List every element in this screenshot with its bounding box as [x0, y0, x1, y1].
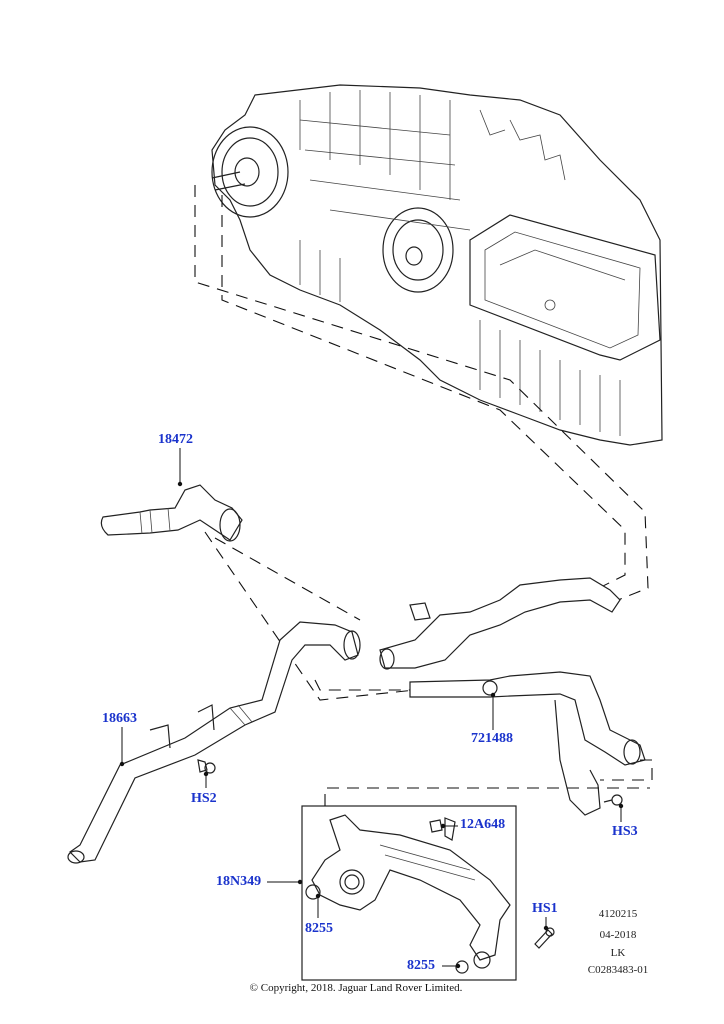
- label-part-721488[interactable]: 721488: [471, 731, 513, 746]
- label-part-12A648[interactable]: 12A648: [460, 817, 506, 832]
- label-part-18663[interactable]: 18663: [102, 711, 137, 726]
- hose-18472: [100, 484, 416, 701]
- label-hs1[interactable]: HS1: [532, 901, 558, 916]
- diagram-date: 04-2018: [599, 929, 637, 941]
- pipe-721488: [314, 577, 653, 816]
- label-leaders: [119, 448, 624, 969]
- label-part-8255-b[interactable]: 8255: [407, 958, 435, 973]
- housing-18N349: [305, 814, 511, 969]
- label-hs3[interactable]: HS3: [612, 824, 638, 839]
- bolt-hs2: [197, 759, 216, 774]
- leader-hvac-left: [194, 185, 649, 601]
- diagram-reference: C0283483-01: [587, 964, 649, 976]
- hose-18663: [67, 621, 361, 864]
- nut-8255-b: [455, 960, 469, 974]
- bolt-hs1: [534, 927, 555, 949]
- leader-inset: [324, 787, 650, 806]
- label-part-18472[interactable]: 18472: [158, 432, 193, 447]
- label-part-18N349[interactable]: 18N349: [216, 874, 262, 889]
- diagram-code: 4120215: [598, 908, 638, 920]
- label-part-8255-a[interactable]: 8255: [305, 921, 333, 936]
- copyright-notice: © Copyright, 2018. Jaguar Land Rover Lim…: [249, 982, 463, 994]
- hvac-unit: [211, 84, 663, 446]
- leader-hvac-right: [221, 195, 626, 591]
- label-hs2[interactable]: HS2: [191, 791, 217, 806]
- inset-box: [301, 805, 517, 981]
- bolt-hs3: [603, 794, 623, 806]
- diagram-initials: LK: [610, 947, 626, 959]
